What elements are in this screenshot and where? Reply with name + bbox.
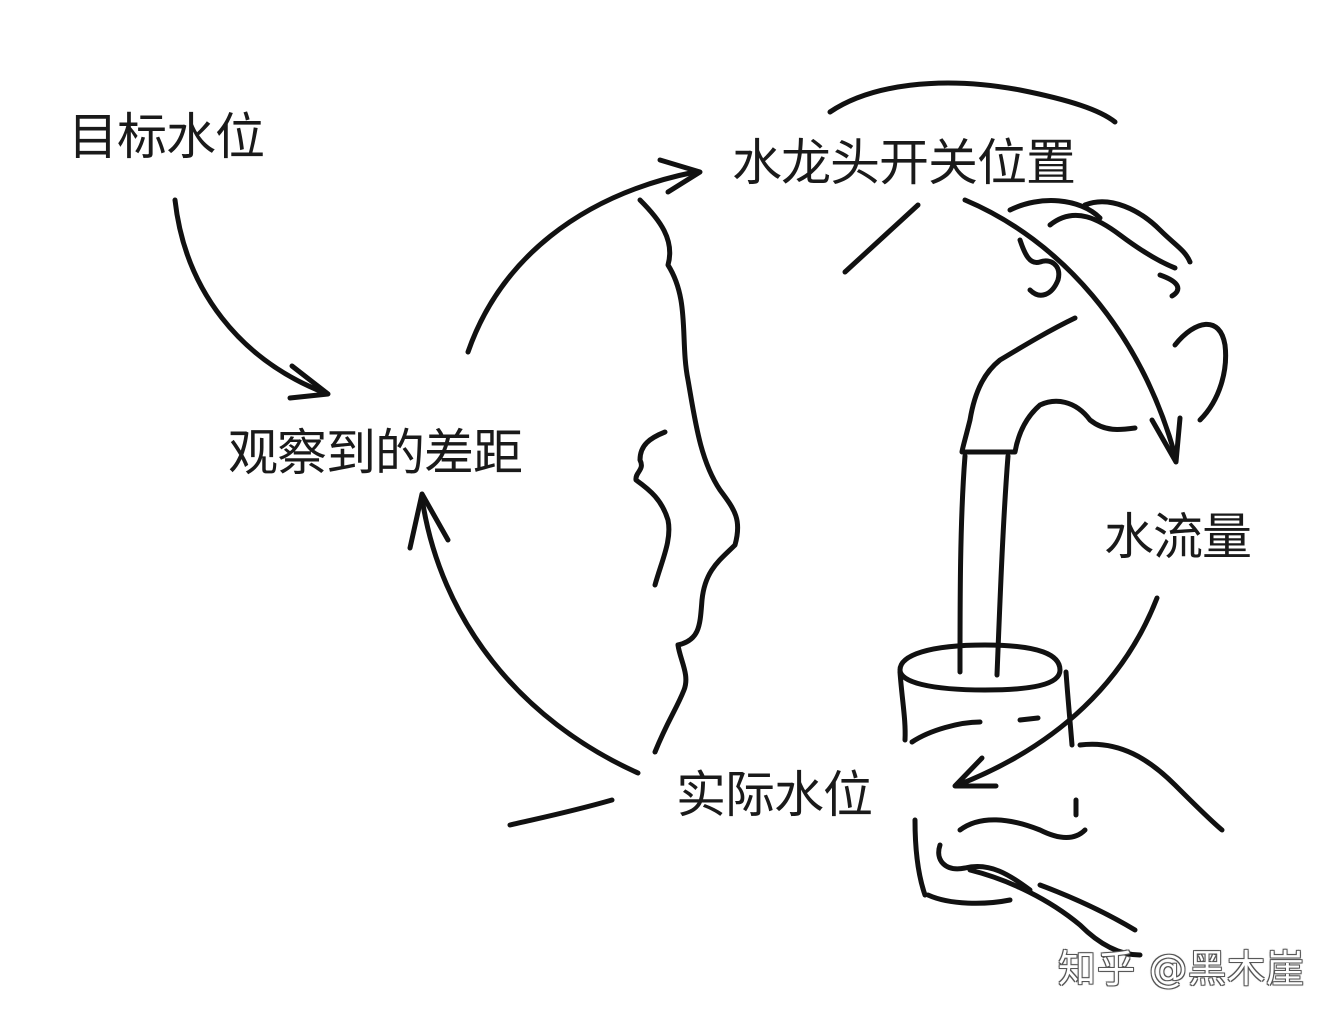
arrows — [172, 157, 1183, 789]
hand-bottom — [1037, 882, 1138, 933]
hand-lower — [967, 867, 1143, 958]
faucet-knob — [1017, 237, 1062, 298]
arrow-target-to-gap — [172, 197, 328, 396]
glass — [897, 642, 1225, 958]
label-water-flow: 水流量 — [1104, 508, 1252, 566]
hand-thumb — [1157, 272, 1181, 299]
hand-finger-wrap — [957, 817, 1088, 840]
faucet — [827, 80, 1229, 678]
arrow-gap-to-faucet — [465, 169, 698, 355]
label-faucet-position: 水龙头开关位置 — [732, 134, 1076, 192]
neck-line — [507, 797, 615, 828]
faucet-handle-line — [842, 202, 921, 275]
arrow-actual-to-gap — [419, 495, 641, 776]
faucet-body — [959, 315, 1138, 455]
hand-fingers-2 — [1082, 199, 1193, 265]
faucet-knob-ear — [1172, 321, 1229, 423]
hand-fingers-3 — [1007, 198, 1103, 221]
arrow-actual-to-gap-head — [407, 491, 451, 551]
glass-bottom-curve — [925, 892, 1013, 906]
face-profile — [507, 197, 741, 828]
faucet-top-curve — [827, 80, 1118, 125]
arrow-flow-to-actual-head — [952, 755, 999, 789]
glass-lower-left — [912, 817, 928, 898]
hand-holding-glass — [1077, 741, 1225, 833]
glass-inner-line — [909, 719, 983, 745]
hand-thumb-glass — [936, 842, 1033, 893]
arrow-flow-to-actual — [955, 595, 1160, 788]
arrow-target-to-gap-head — [287, 363, 331, 401]
glass-left-side — [897, 669, 908, 743]
face-outline — [637, 197, 741, 755]
label-observed-gap: 观察到的差距 — [228, 424, 523, 482]
faucet-stream-left — [957, 453, 968, 675]
watermark: 知乎 @黑木崖 — [1058, 947, 1306, 991]
arrow-faucet-to-flow-head — [1149, 415, 1183, 465]
eye-brow — [633, 429, 672, 588]
faucet-stream-right — [994, 453, 1011, 678]
glass-rim — [897, 642, 1063, 693]
glass-inner-line-2 — [1017, 715, 1041, 723]
glass-right-side — [1063, 669, 1075, 748]
hand-fingers-1 — [1047, 213, 1178, 271]
arrow-gap-to-faucet-head — [657, 157, 703, 195]
arrow-faucet-to-flow — [962, 197, 1178, 458]
label-target-level: 目标水位 — [68, 108, 265, 166]
label-actual-level: 实际水位 — [676, 766, 873, 824]
